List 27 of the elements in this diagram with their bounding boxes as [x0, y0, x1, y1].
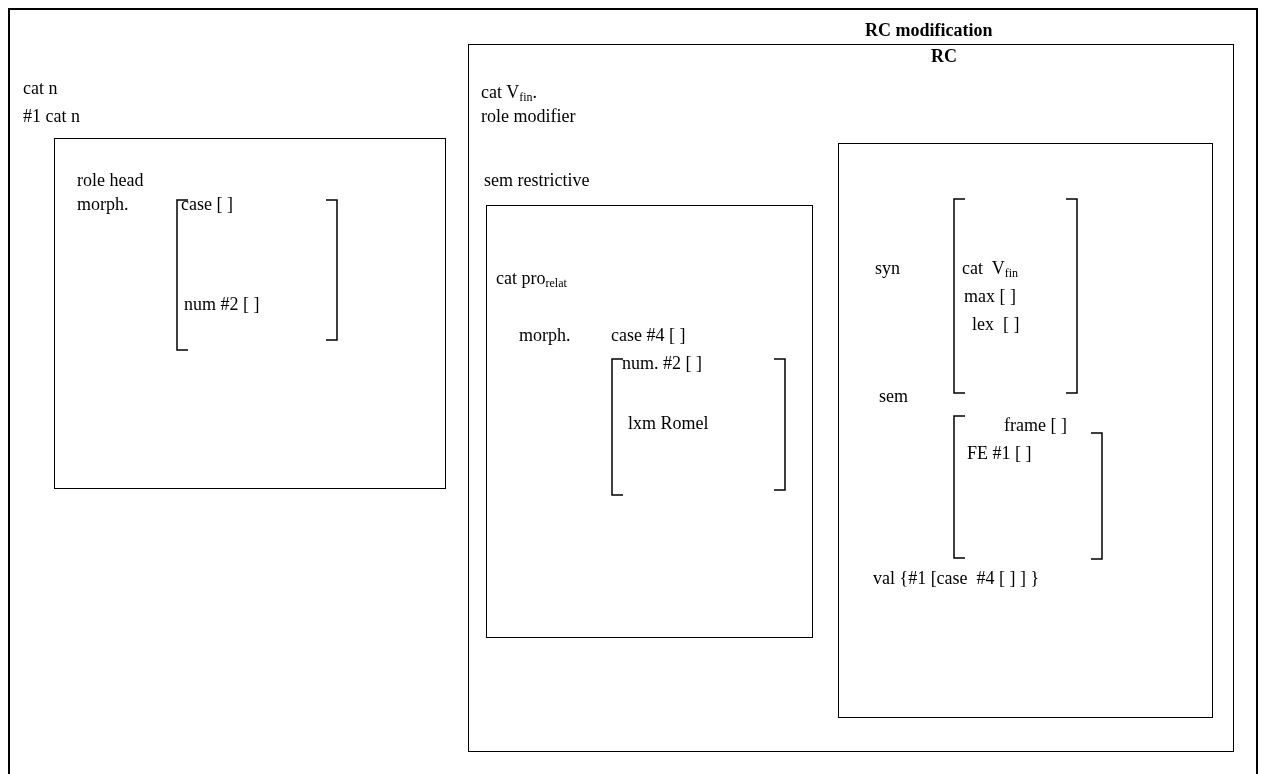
feature-text: role modifier [481, 105, 576, 127]
feature-structure-box [54, 138, 446, 489]
feature-text: morph. [77, 193, 129, 215]
feature-structure-box [838, 143, 1213, 718]
feature-structure-box [8, 8, 1258, 774]
feature-text: sem [879, 385, 908, 407]
feature-text: #1 cat n [23, 105, 80, 127]
feature-text: lxm Romel [628, 412, 709, 434]
feature-text: frame [ ] [1004, 414, 1067, 436]
feature-text: case [ ] [181, 193, 233, 215]
feature-text: cat V$_{fin}$ [962, 257, 1018, 279]
heading: RC modification [865, 19, 993, 41]
feature-text: sem restrictive [484, 169, 590, 191]
feature-text: cat pro$_{relat}$ [496, 267, 567, 289]
feature-text: max [ ] [964, 285, 1016, 307]
feature-text: morph. [519, 324, 571, 346]
feature-text: num. #2 [ ] [622, 352, 702, 374]
feature-text: lex [ ] [972, 313, 1020, 335]
feature-text: num #2 [ ] [184, 293, 260, 315]
feature-text: cat n [23, 77, 58, 99]
feature-text: FE #1 [ ] [967, 442, 1032, 464]
heading: RC [931, 45, 957, 67]
feature-text: syn [875, 257, 900, 279]
feature-text: val {#1 [case #4 [ ] ] } [873, 567, 1040, 589]
feature-text: cat V$_{fin}$. [481, 81, 537, 103]
feature-text: case #4 [ ] [611, 324, 686, 346]
feature-text: role head [77, 169, 144, 191]
